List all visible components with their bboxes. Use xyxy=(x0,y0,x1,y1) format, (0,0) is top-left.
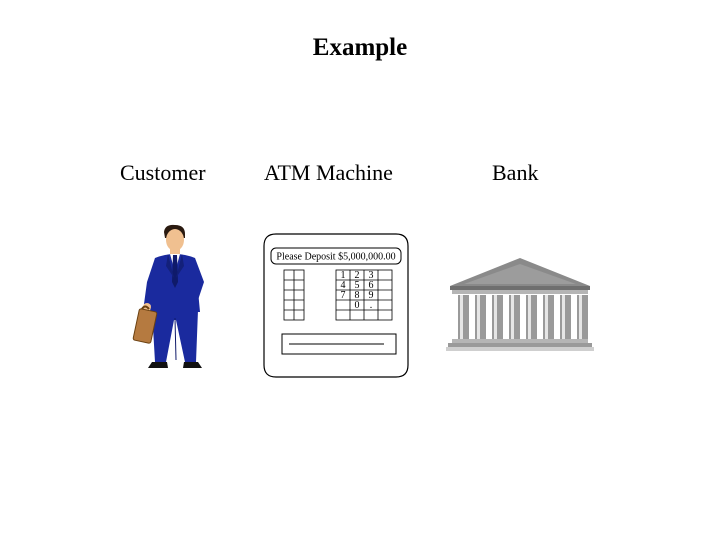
slide-title: Example xyxy=(312,34,408,61)
bank-column-highlight xyxy=(528,295,531,339)
bank-building-icon xyxy=(446,258,594,351)
bank-column-highlight xyxy=(511,295,514,339)
bank-column xyxy=(475,295,486,339)
bank-columns xyxy=(458,295,588,339)
businessman-icon xyxy=(132,224,204,368)
bank-column-highlight xyxy=(579,295,582,339)
atm-screen xyxy=(270,247,402,265)
keypad-key: 7 xyxy=(341,290,346,301)
bank-column xyxy=(560,295,571,339)
keypad-key: 4 xyxy=(341,280,346,291)
keypad-key: 3 xyxy=(369,270,374,281)
atm-side-keys xyxy=(283,269,305,321)
bank-column xyxy=(509,295,520,339)
keypad-key: 5 xyxy=(355,280,360,291)
bank-label: Bank xyxy=(492,160,539,185)
customer-label: Customer xyxy=(120,160,206,185)
bank-column xyxy=(458,295,469,339)
bank-column-highlight xyxy=(545,295,548,339)
keypad-key: . xyxy=(370,300,373,311)
keypad-key: 9 xyxy=(369,290,374,301)
keypad-key: 6 xyxy=(369,280,374,291)
keypad-key: 1 xyxy=(341,270,346,281)
bank-column-highlight xyxy=(494,295,497,339)
bank-column xyxy=(492,295,503,339)
bank-column xyxy=(526,295,537,339)
bank-column-highlight xyxy=(562,295,565,339)
keypad-key: 2 xyxy=(355,270,360,281)
bank-column-highlight xyxy=(460,295,463,339)
bank-column-highlight xyxy=(477,295,480,339)
keypad-key: 8 xyxy=(355,290,360,301)
atm-screen-message: Please Deposit $5,000,000.00 xyxy=(276,252,395,263)
keypad-key: 0 xyxy=(355,300,360,311)
atm-machine-label: ATM Machine xyxy=(264,160,393,185)
bank-column xyxy=(543,295,554,339)
bank-column xyxy=(577,295,588,339)
